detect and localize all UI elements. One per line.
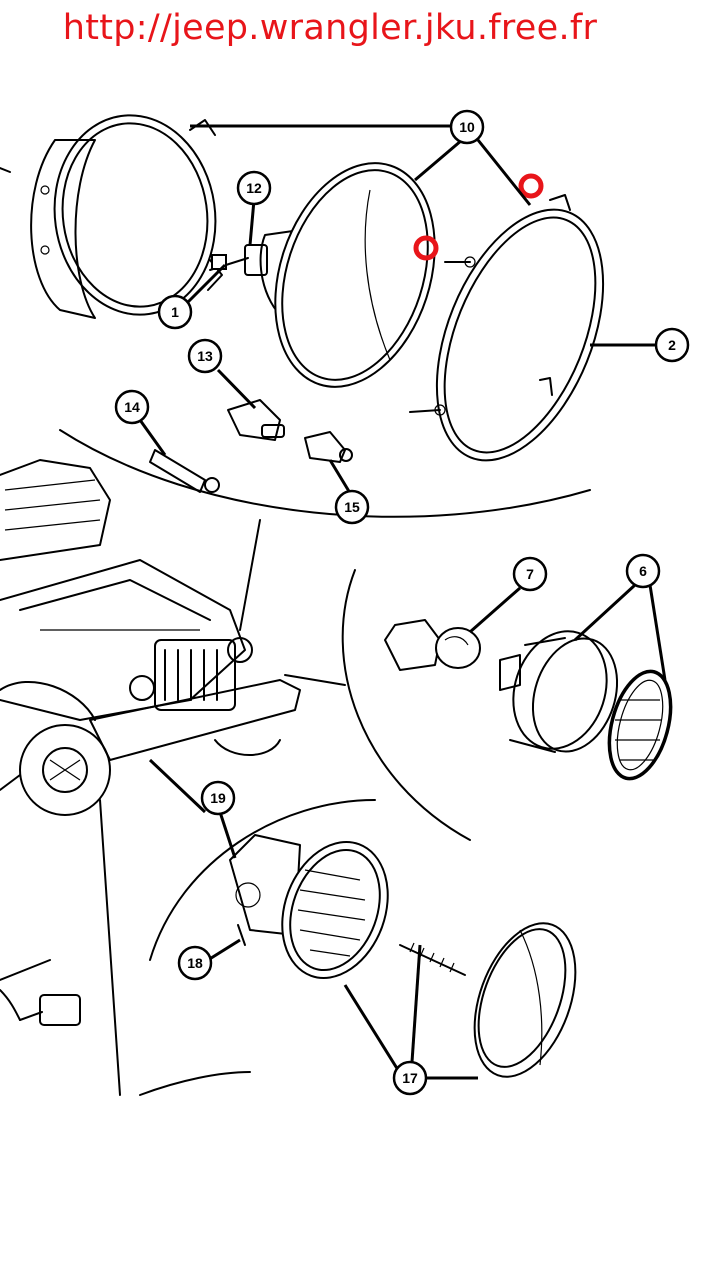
leader-10b bbox=[414, 138, 463, 182]
headlamp-mounting-bucket bbox=[0, 114, 223, 319]
callout-17-label: 17 bbox=[402, 1070, 418, 1086]
callout-2: 2 bbox=[654, 327, 690, 363]
leader-12 bbox=[248, 199, 256, 246]
callout-18: 18 bbox=[177, 945, 213, 981]
fog-lamp-adjust-screw bbox=[399, 942, 466, 976]
callout-12-label: 12 bbox=[246, 180, 262, 196]
leader-13 bbox=[216, 368, 257, 410]
highlight-marker-lower bbox=[413, 235, 439, 261]
leader-19a bbox=[218, 811, 237, 859]
bulb-socket-15 bbox=[304, 431, 353, 463]
leader-6b bbox=[648, 584, 667, 681]
leader-vehicle-bottom bbox=[99, 799, 121, 1096]
park-lamp-housing-6 bbox=[499, 630, 619, 753]
callout-15-label: 15 bbox=[344, 499, 360, 515]
fog-lamp-lens bbox=[473, 922, 577, 1078]
divider-arc-top bbox=[59, 429, 591, 518]
jeep-vehicle bbox=[0, 459, 301, 981]
callout-18-label: 18 bbox=[187, 955, 203, 971]
leader-18 bbox=[207, 938, 241, 962]
highlight-marker-upper bbox=[518, 173, 544, 199]
leader-19b bbox=[148, 758, 207, 814]
divider-arc-bottom bbox=[149, 799, 376, 961]
leader-14 bbox=[138, 419, 167, 456]
callout-7-label: 7 bbox=[526, 566, 534, 582]
bulb-14 bbox=[149, 449, 220, 493]
callout-6: 6 bbox=[625, 553, 661, 589]
source-url: http://jeep.wrangler.jku.free.fr bbox=[62, 8, 598, 48]
callout-17: 17 bbox=[392, 1060, 428, 1096]
callout-12: 12 bbox=[236, 170, 272, 206]
headlamp-sealed-beam bbox=[209, 162, 436, 388]
park-lamp-lens-6 bbox=[607, 669, 673, 781]
leader-vehicle-top bbox=[239, 519, 261, 631]
callout-10-label: 10 bbox=[459, 119, 475, 135]
callout-14-label: 14 bbox=[124, 399, 140, 415]
leader-7 bbox=[469, 586, 521, 634]
leader-vehicle-right bbox=[284, 674, 346, 686]
leader-1 bbox=[183, 263, 227, 307]
park-lamp-bulb-7 bbox=[384, 619, 481, 671]
headlamp-retaining-ring bbox=[409, 194, 605, 462]
fog-lamp-housing bbox=[229, 834, 389, 979]
callout-19: 19 bbox=[200, 780, 236, 816]
fog-lamp-connector bbox=[0, 989, 81, 1026]
callout-1: 1 bbox=[157, 294, 193, 330]
callout-15: 15 bbox=[334, 489, 370, 525]
callout-2-label: 2 bbox=[668, 337, 676, 353]
callout-1-label: 1 bbox=[171, 304, 179, 320]
callout-10: 10 bbox=[449, 109, 485, 145]
bulb-socket-13 bbox=[227, 399, 285, 441]
callout-13: 13 bbox=[187, 338, 223, 374]
leader-17b bbox=[410, 944, 422, 1063]
callout-14: 14 bbox=[114, 389, 150, 425]
leader-10c bbox=[476, 139, 532, 206]
callout-6-label: 6 bbox=[639, 563, 647, 579]
leader-6a bbox=[573, 583, 637, 642]
callout-13-label: 13 bbox=[197, 348, 213, 364]
callout-7: 7 bbox=[512, 556, 548, 592]
leader-17a bbox=[343, 984, 400, 1071]
divider-arc-lower bbox=[139, 1071, 251, 1096]
leader-15 bbox=[328, 459, 352, 494]
callout-19-label: 19 bbox=[210, 790, 226, 806]
divider-arc-right bbox=[341, 569, 471, 841]
